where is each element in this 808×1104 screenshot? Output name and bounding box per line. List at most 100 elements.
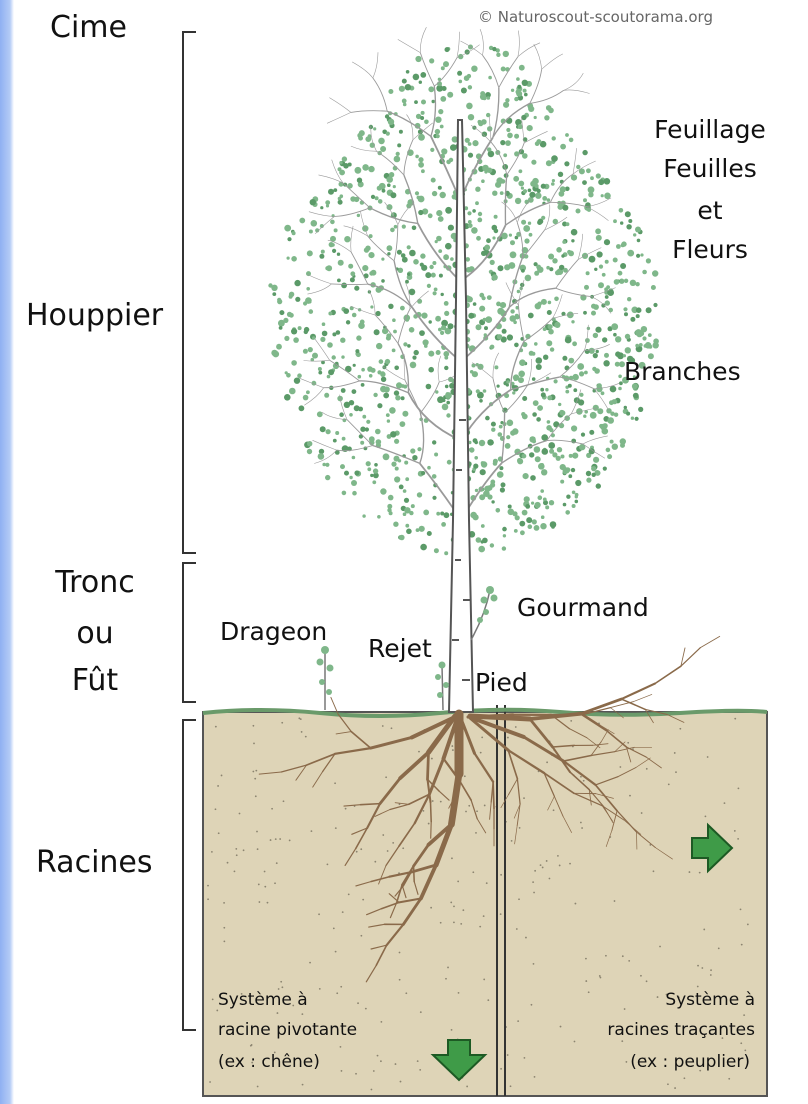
label-drageon: Drageon	[220, 617, 327, 646]
leaf	[393, 330, 397, 334]
leaf	[507, 133, 513, 139]
leaf	[297, 373, 302, 378]
soil-dot	[744, 1049, 746, 1051]
leaf	[432, 496, 436, 500]
soil-dot	[457, 881, 459, 883]
leaf	[467, 211, 471, 215]
leaf	[271, 350, 277, 356]
leaf	[440, 125, 444, 129]
leaf	[590, 412, 597, 419]
leaf	[511, 89, 514, 92]
leaf	[534, 116, 537, 119]
soil-dot	[500, 1068, 502, 1070]
soil-dot	[534, 1076, 536, 1078]
leaf	[318, 371, 322, 375]
leaf	[478, 546, 485, 553]
leaf	[597, 251, 603, 257]
leaf	[582, 150, 587, 155]
soil-dot	[300, 718, 302, 720]
leaf	[428, 351, 434, 357]
leaf	[472, 371, 478, 377]
leaf	[435, 129, 440, 134]
leaf	[537, 405, 543, 411]
soil-dot	[440, 922, 442, 924]
copyright-credit: © Naturoscout-scoutorama.org	[478, 8, 713, 26]
leaf	[561, 254, 564, 257]
leaf	[565, 469, 569, 473]
leaf	[411, 504, 415, 508]
leaf	[565, 337, 572, 344]
leaf	[304, 330, 308, 334]
leaf	[520, 530, 525, 535]
leaf	[564, 415, 570, 421]
leaf	[502, 527, 507, 532]
leaf	[606, 448, 611, 453]
leaf	[542, 448, 549, 455]
leaf	[448, 225, 454, 231]
soil-dot	[400, 1081, 402, 1083]
leaf	[590, 176, 594, 180]
branch	[530, 69, 542, 103]
soil-dot	[468, 805, 470, 807]
leaf	[320, 426, 326, 432]
leaf	[513, 321, 517, 325]
leaf	[620, 263, 626, 269]
leaf	[299, 405, 305, 411]
soil-dot	[207, 885, 209, 887]
leaf	[586, 271, 590, 275]
leaf	[607, 454, 612, 459]
leaf	[394, 225, 398, 229]
leaf	[424, 120, 429, 125]
leaf	[325, 200, 330, 205]
soil-dot	[641, 812, 643, 814]
leaf	[364, 247, 369, 252]
leaf	[537, 267, 543, 273]
leaf	[497, 385, 500, 388]
leaf	[441, 293, 444, 296]
soil-dot	[207, 898, 209, 900]
soil-dot	[309, 962, 311, 964]
branch	[329, 98, 351, 113]
leaf	[568, 358, 574, 364]
leaf	[394, 156, 401, 163]
leaf	[382, 189, 386, 193]
soil-dot	[546, 860, 548, 862]
soil-dot	[553, 809, 555, 811]
caption-pivot-line3: (ex : chêne)	[218, 1052, 320, 1072]
leaf	[358, 407, 363, 412]
label-pied: Pied	[475, 668, 528, 697]
leaf	[445, 207, 452, 214]
leaf	[499, 425, 503, 429]
root	[428, 752, 429, 779]
leaf	[308, 347, 313, 352]
leaf	[631, 417, 634, 420]
leaf	[421, 471, 425, 475]
leaf	[355, 349, 359, 353]
leaf	[309, 230, 313, 234]
leaf	[584, 285, 589, 290]
leaf	[330, 220, 335, 225]
soil-dot	[345, 808, 347, 810]
leaf	[412, 226, 417, 231]
soil-dot	[267, 902, 269, 904]
leaf	[522, 510, 528, 516]
leaf	[417, 447, 421, 451]
leaf	[326, 204, 329, 207]
leaf	[419, 526, 425, 532]
leaf	[284, 225, 291, 232]
soil-dot	[255, 770, 257, 772]
leaf	[619, 381, 623, 385]
leaf	[572, 374, 579, 381]
leaf	[339, 412, 344, 417]
leaf	[529, 192, 535, 198]
leaf	[368, 252, 374, 258]
leaf	[441, 66, 445, 70]
leaf	[291, 256, 297, 262]
leaf	[409, 250, 416, 257]
leaf	[319, 254, 324, 259]
leaf	[415, 155, 419, 159]
leaf	[500, 302, 506, 308]
branch	[373, 52, 378, 78]
soil-dot	[518, 898, 520, 900]
leaf	[446, 160, 451, 165]
